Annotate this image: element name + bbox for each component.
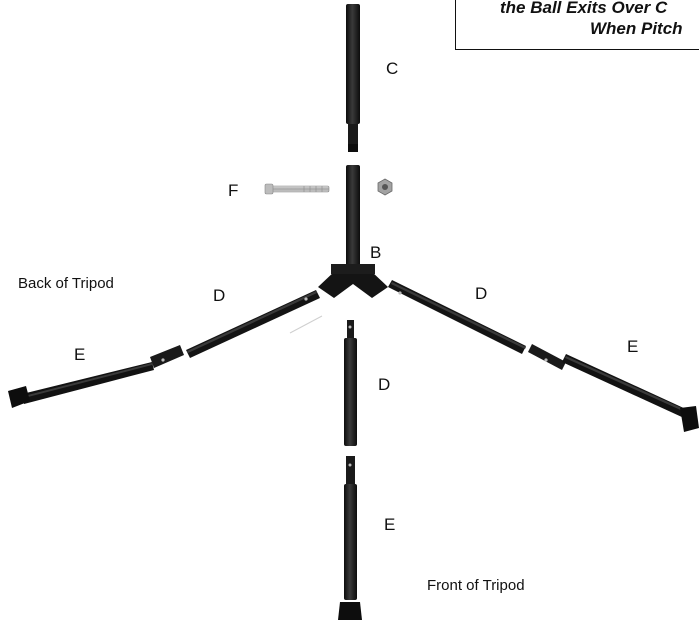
label-part-d-left: D xyxy=(213,286,226,305)
instruction-note-line-2: When Pitch xyxy=(590,19,683,38)
caption-back-of-tripod: Back of Tripod xyxy=(18,275,114,292)
instruction-note-box: the Ball Exits Over C When Pitch xyxy=(455,0,699,50)
label-part-f: F xyxy=(228,181,239,200)
left-leg-d-tube xyxy=(186,290,320,358)
instruction-note-line-1: the Ball Exits Over C xyxy=(500,0,668,17)
part-c-tube xyxy=(346,4,360,152)
label-part-c: C xyxy=(386,59,399,78)
part-b-hub xyxy=(318,165,388,298)
label-part-d-right: D xyxy=(475,284,488,303)
caption-front-of-tripod: Front of Tripod xyxy=(427,577,525,594)
center-leg-d-tube xyxy=(344,320,357,446)
part-f-nut xyxy=(377,178,393,196)
center-leg-e-tube xyxy=(338,456,362,620)
part-f-bolt xyxy=(264,183,330,195)
label-part-e-right: E xyxy=(627,337,639,356)
faint-mark xyxy=(289,315,323,334)
left-leg-e-tube xyxy=(8,345,184,408)
right-leg-d-tube xyxy=(388,280,526,354)
label-part-d-center: D xyxy=(378,375,391,394)
right-leg-e-tube xyxy=(528,344,699,432)
label-part-e-left: E xyxy=(74,345,86,364)
label-part-b: B xyxy=(370,243,382,262)
label-part-e-bottom: E xyxy=(384,515,396,534)
